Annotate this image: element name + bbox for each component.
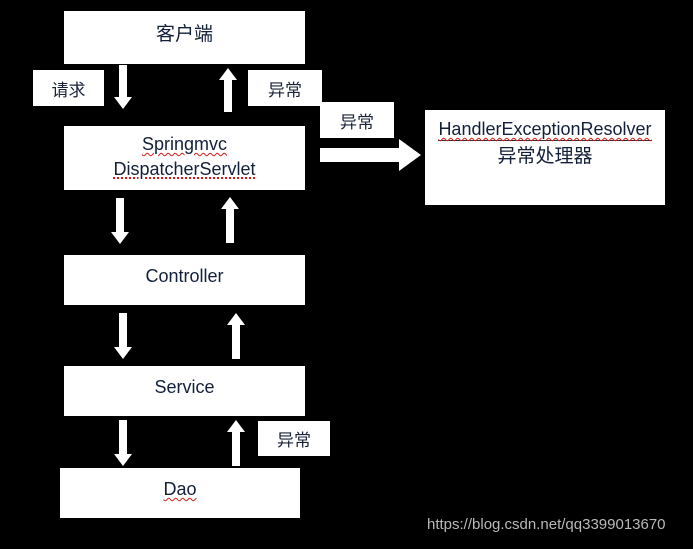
watermark-url: https://blog.csdn.net/qq3399013670 bbox=[427, 516, 666, 533]
edge-label-exception-dao-text: 异常 bbox=[277, 431, 311, 450]
node-service-label: Service bbox=[154, 377, 215, 397]
arrow-service-to-controller-icon bbox=[226, 313, 246, 359]
edge-label-request-text: 请求 bbox=[51, 80, 86, 100]
arrow-dao-to-service-icon bbox=[226, 420, 246, 466]
node-dispatcher-servlet-label-line1: Springmvc bbox=[141, 134, 228, 154]
node-handler-exception-resolver: HandlerExceptionResolver 异常处理器 bbox=[425, 110, 665, 205]
edge-label-exception-dao: 异常 bbox=[258, 421, 330, 456]
node-handler-exception-resolver-label-line2: 异常处理器 bbox=[497, 146, 593, 168]
arrow-dispatcher-to-resolver-icon bbox=[320, 139, 421, 171]
arrow-controller-to-dispatcher-icon bbox=[220, 197, 240, 243]
edge-label-exception-to-resolver-text: 异常 bbox=[340, 112, 374, 132]
edge-label-exception-up-text: 异常 bbox=[268, 80, 302, 100]
arrow-dispatcher-to-client-icon bbox=[218, 68, 238, 112]
node-dispatcher-servlet-label-line2: DispatcherServlet bbox=[113, 159, 256, 180]
edge-label-exception-up: 异常 bbox=[248, 70, 322, 106]
node-controller-label: Controller bbox=[145, 266, 224, 286]
node-client-label: 客户端 bbox=[155, 24, 213, 45]
arrow-dispatcher-to-controller-icon bbox=[110, 198, 130, 244]
edge-label-exception-to-resolver: 异常 bbox=[320, 102, 394, 138]
edge-label-request: 请求 bbox=[33, 70, 104, 106]
node-client: 客户端 bbox=[64, 11, 305, 64]
node-controller: Controller bbox=[64, 255, 305, 305]
arrow-client-to-dispatcher-icon bbox=[113, 65, 133, 109]
node-dao-label: Dao bbox=[163, 479, 197, 499]
arrow-service-to-dao-icon bbox=[113, 420, 133, 466]
node-dao: Dao bbox=[60, 468, 300, 518]
node-service: Service bbox=[64, 366, 305, 416]
node-handler-exception-resolver-label-line1: HandlerExceptionResolver bbox=[438, 119, 652, 142]
node-dispatcher-servlet: Springmvc DispatcherServlet bbox=[64, 126, 305, 190]
arrow-controller-to-service-icon bbox=[113, 313, 133, 359]
